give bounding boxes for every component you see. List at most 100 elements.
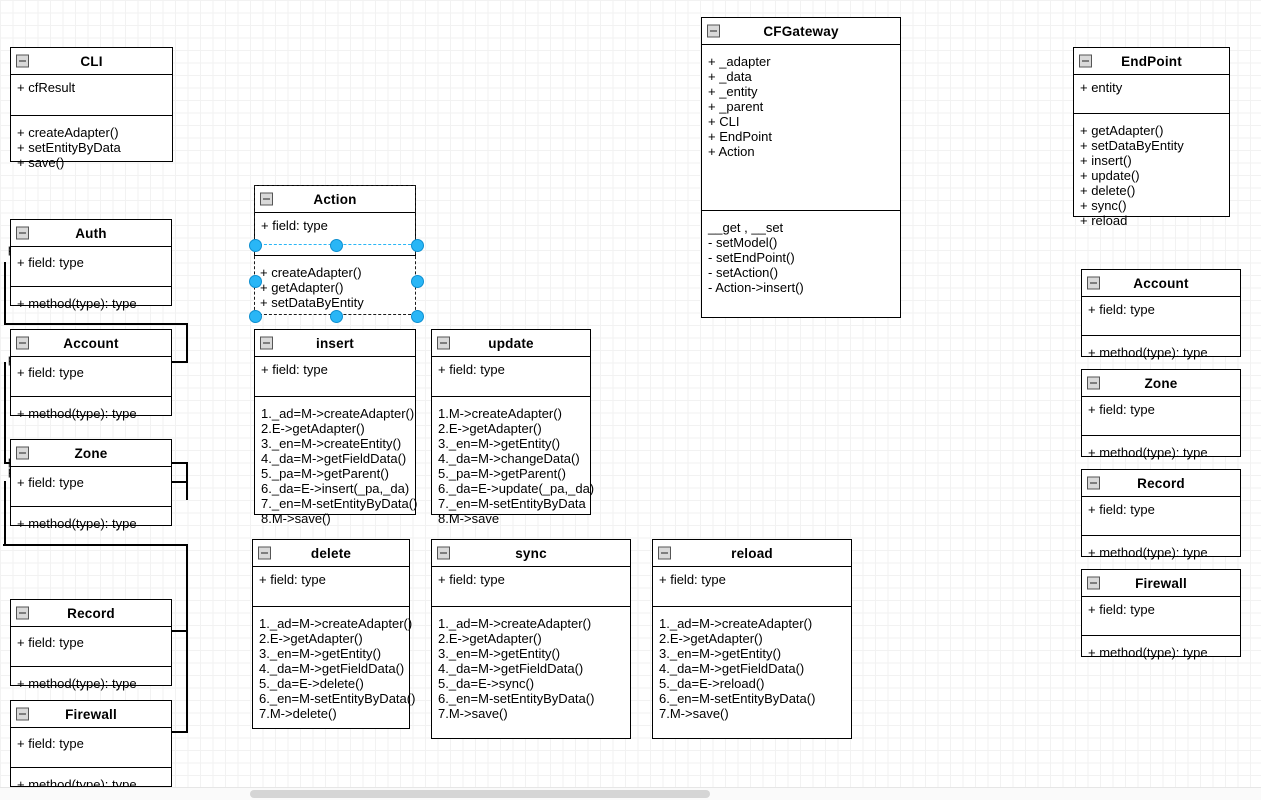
collapse-minus-icon[interactable] [1079, 54, 1092, 68]
field-row: + field: type [17, 736, 84, 751]
class-box-endpoint[interactable]: EndPoint + entity + getAdapter() + setDa… [1073, 47, 1230, 228]
method-row: 8.M->save [438, 511, 500, 526]
collapse-minus-icon[interactable] [437, 546, 450, 560]
class-fields-sync: + field: type [432, 567, 630, 607]
class-box-reload[interactable]: reload + field: type 1._ad=M->createAdap… [652, 539, 852, 739]
field-row: + field: type [261, 362, 328, 377]
collapse-minus-icon[interactable] [16, 606, 29, 620]
connector-auth-account-h-child [172, 361, 188, 363]
class-box-cfgateway[interactable]: CFGateway + _adapter + _data + _entity +… [701, 17, 901, 318]
method-row: 7._en=M-setEntityByData [438, 496, 586, 511]
class-title: insert [316, 335, 354, 351]
collapse-minus-icon[interactable] [16, 707, 29, 721]
class-box-zone-left[interactable]: Zone + field: type + method(type): type [10, 439, 172, 531]
resize-handle-bottom-center[interactable] [329, 309, 343, 323]
collapse-minus-icon[interactable] [16, 446, 29, 460]
class-title: Action [313, 191, 357, 207]
class-box-auth-left[interactable]: Auth + field: type + method(type): type [10, 219, 172, 311]
collapse-minus-icon[interactable] [1087, 276, 1100, 290]
resize-handle-bottom-right[interactable] [410, 309, 424, 323]
collapse-minus-icon[interactable] [1087, 576, 1100, 590]
field-row: + cfResult [17, 80, 76, 95]
class-header-zone-right: Zone [1082, 370, 1240, 397]
connector-zone-record-v-right [186, 544, 188, 644]
class-fields-auth: + field: type [11, 247, 171, 287]
class-box-action[interactable]: Action + field: type + createAdapter() +… [254, 185, 416, 315]
class-box-delete[interactable]: delete + field: type 1._ad=M->createAdap… [252, 539, 415, 729]
class-fields-delete: + field: type [253, 567, 409, 607]
class-box-account-right[interactable]: Account + field: type + method(type): ty… [1081, 269, 1241, 360]
class-header-zone-left: Zone [11, 440, 171, 467]
class-methods-account-right: + method(type): type [1082, 336, 1240, 365]
class-fields-record-left: + field: type [11, 627, 171, 667]
method-row: + setEntityByData [17, 140, 121, 155]
class-box-update[interactable]: update + field: type 1.M->createAdapter(… [431, 329, 594, 526]
method-row: - setModel() [708, 235, 778, 250]
method-row: 5._da=E->sync() [438, 676, 535, 691]
class-box-record-left[interactable]: Record + field: type + method(type): typ… [10, 599, 172, 691]
selection-wrapper-action[interactable]: Action + field: type + createAdapter() +… [248, 185, 424, 323]
class-header-sync: sync [432, 540, 630, 567]
method-row: 1._ad=M->createAdapter() [259, 616, 413, 631]
horizontal-scrollbar-thumb[interactable] [250, 790, 710, 798]
collapse-minus-icon[interactable] [16, 226, 29, 240]
collapse-minus-icon[interactable] [260, 336, 273, 350]
connector-account-zone-v-left [4, 362, 6, 464]
method-row: 1._ad=M->createAdapter() [438, 616, 592, 631]
class-box-firewall-right[interactable]: Firewall + field: type + method(type): t… [1081, 569, 1241, 660]
class-header-delete: delete [253, 540, 409, 567]
collapse-minus-icon[interactable] [1087, 476, 1100, 490]
resize-handle-mid-center[interactable] [329, 238, 343, 252]
class-fields-insert: + field: type [255, 357, 415, 397]
class-box-sync[interactable]: sync + field: type 1._ad=M->createAdapte… [431, 539, 631, 739]
class-methods-endpoint: + getAdapter() + setDataByEntity + inser… [1074, 114, 1229, 233]
class-title: update [488, 335, 534, 351]
method-row: + method(type): type [1088, 645, 1208, 660]
class-header-firewall-left: Firewall [11, 701, 171, 728]
class-box-insert[interactable]: insert + field: type 1._ad=M->createAdap… [254, 329, 417, 526]
method-row: 1._ad=M->createAdapter() [261, 406, 415, 421]
connector-zone-record-h-bottom [3, 544, 188, 547]
resize-handle-bottom-left[interactable] [248, 309, 262, 323]
class-header-firewall-right: Firewall [1082, 570, 1240, 597]
method-row: 2.E->getAdapter() [438, 421, 542, 436]
method-row: + setDataByEntity [1080, 138, 1184, 153]
field-row: + Action [708, 144, 755, 159]
method-row: 1._ad=M->createAdapter() [659, 616, 813, 631]
class-box-record-right[interactable]: Record + field: type + method(type): typ… [1081, 469, 1241, 560]
resize-handle-mid-right[interactable] [410, 238, 424, 252]
method-row: + method(type): type [1088, 345, 1208, 360]
class-title: Auth [75, 225, 107, 241]
method-row: 2.E->getAdapter() [261, 421, 365, 436]
collapse-minus-icon[interactable] [658, 546, 671, 560]
connector-account-zone-h-child [172, 481, 188, 483]
class-title: Account [1133, 275, 1189, 291]
class-fields-record-right: + field: type [1082, 497, 1240, 536]
resize-handle-right-middle[interactable] [410, 274, 424, 288]
connector-record-firewall-v [186, 630, 188, 732]
method-row: 3._en=M->getEntity() [438, 646, 561, 661]
resize-handle-mid-left[interactable] [248, 238, 262, 252]
collapse-minus-icon[interactable] [16, 54, 29, 68]
class-box-cli[interactable]: CLI + cfResult + createAdapter() + setEn… [10, 47, 173, 170]
class-box-zone-right[interactable]: Zone + field: type + method(type): type [1081, 369, 1241, 460]
resize-handle-left-middle[interactable] [248, 274, 262, 288]
collapse-minus-icon[interactable] [258, 546, 271, 560]
class-title: Firewall [1135, 575, 1187, 591]
collapse-minus-icon[interactable] [437, 336, 450, 350]
connector-zone-record-v-left [4, 481, 6, 545]
horizontal-scrollbar-track[interactable] [0, 787, 1261, 800]
method-row: - setAction() [708, 265, 779, 280]
collapse-minus-icon[interactable] [707, 24, 720, 38]
class-header-account-right: Account [1082, 270, 1240, 297]
method-row: 2.E->getAdapter() [259, 631, 363, 646]
class-box-account-left[interactable]: Account + field: type + method(type): ty… [10, 329, 172, 421]
collapse-minus-icon[interactable] [260, 192, 273, 206]
class-fields-cfgateway: + _adapter + _data + _entity + _parent +… [702, 45, 900, 211]
method-row: 7.M->delete() [259, 706, 337, 721]
class-methods-record-right: + method(type): type [1082, 536, 1240, 565]
class-box-firewall-left[interactable]: Firewall + field: type + method(type): t… [10, 700, 172, 792]
collapse-minus-icon[interactable] [1087, 376, 1100, 390]
collapse-minus-icon[interactable] [16, 336, 29, 350]
